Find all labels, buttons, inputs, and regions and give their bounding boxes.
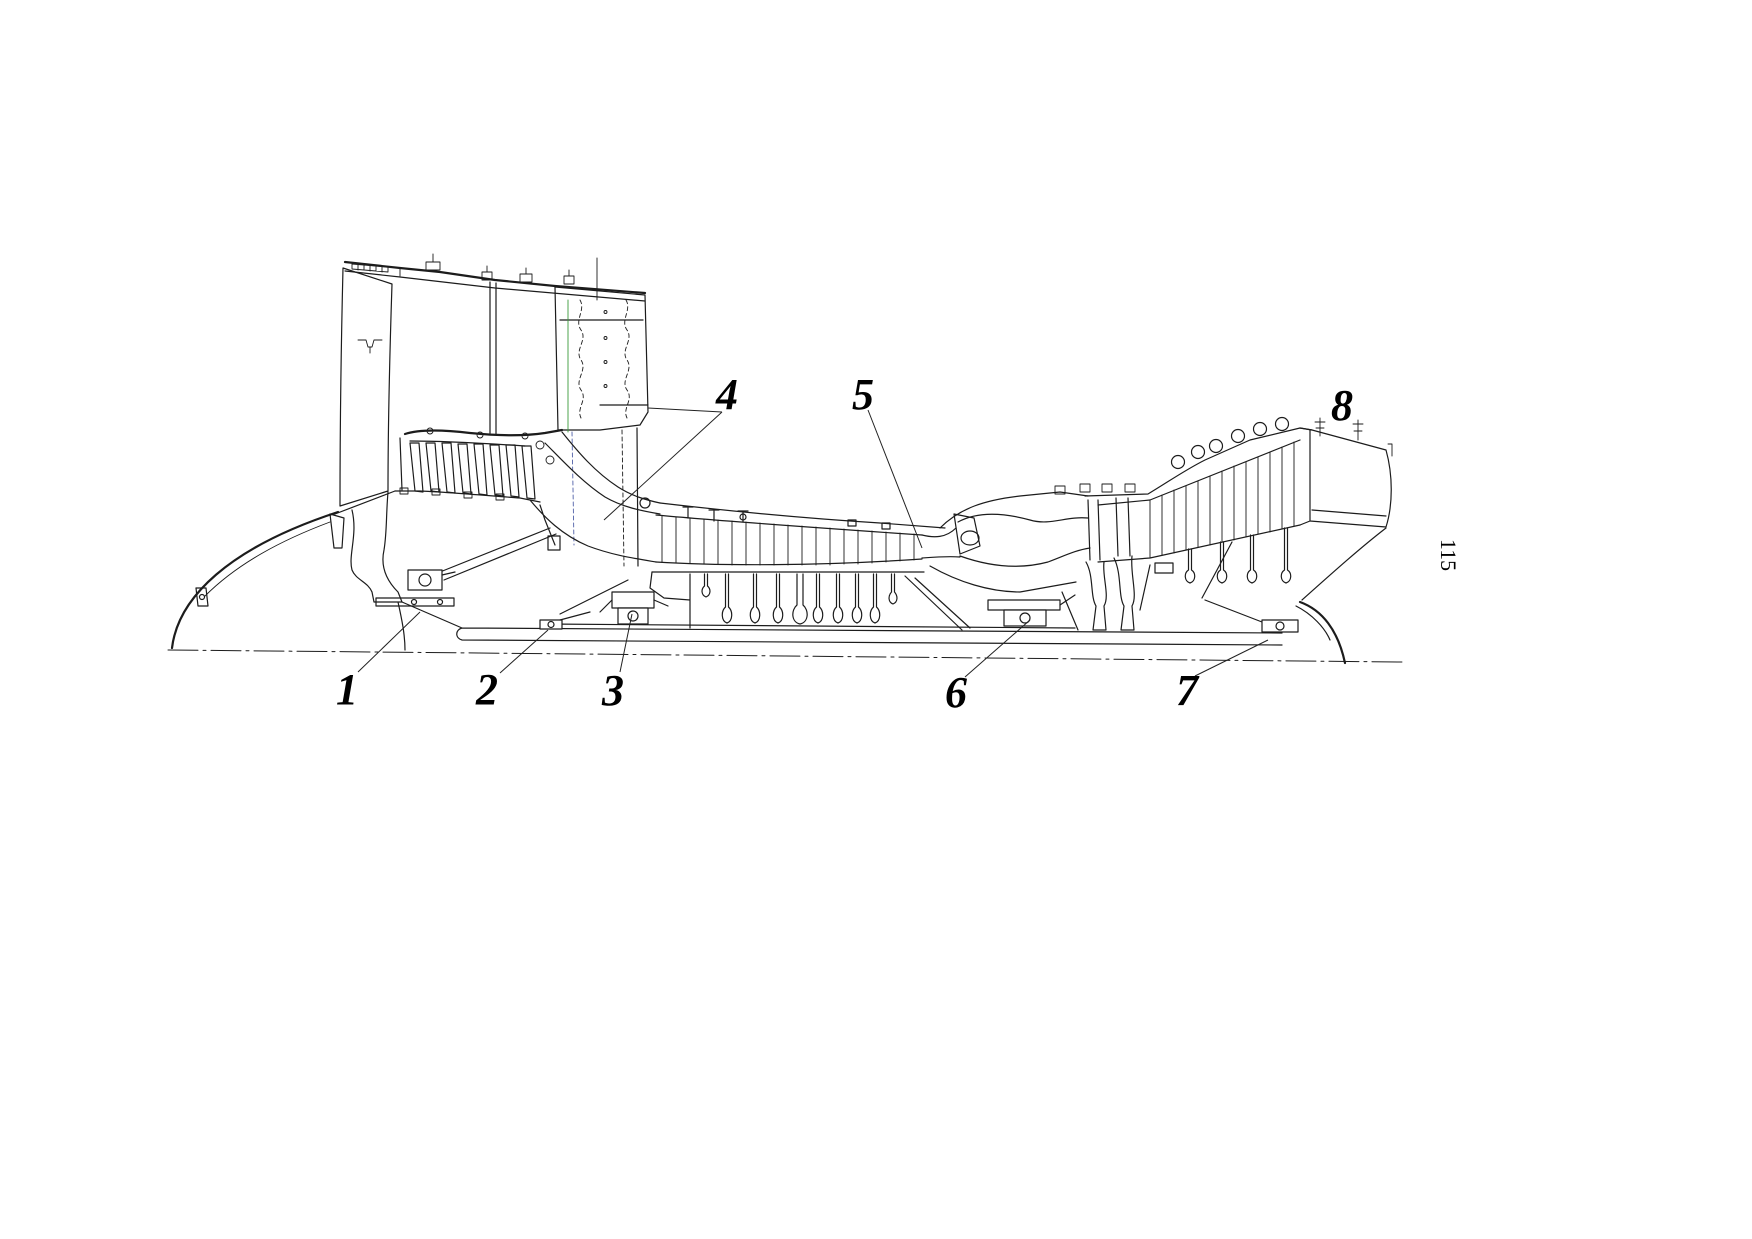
bearing-6-housing	[987, 599, 1061, 611]
bearing-3	[599, 591, 669, 625]
low-pressure-turbine	[1084, 416, 1313, 584]
main-shaft	[401, 601, 1283, 646]
leader-line-4b	[603, 411, 723, 521]
bearing-6-support	[1059, 594, 1076, 606]
fan-case	[343, 253, 647, 302]
bearing-2-support	[559, 611, 591, 621]
pylon-dashed-contours	[578, 299, 630, 567]
callout-6: 6	[945, 668, 967, 717]
leader-line-3	[619, 613, 633, 673]
bearing-6-roller	[1019, 612, 1031, 624]
leader-line-1	[357, 611, 421, 673]
splitter-lip	[403, 428, 564, 437]
pylon-outline	[554, 286, 649, 431]
hpc-casing	[651, 502, 946, 573]
hpc-bleed-fittings	[639, 497, 891, 530]
combustor-dome	[953, 513, 981, 555]
callout-7: 7	[1176, 666, 1200, 715]
high-pressure-turbine	[1085, 497, 1135, 631]
bearing-3-roller	[627, 610, 639, 622]
callout-4: 4	[715, 370, 738, 419]
spinner-bolt	[198, 593, 206, 601]
bearing-3-seat	[617, 607, 649, 625]
bearing-2-roller	[547, 620, 555, 629]
booster-blades	[409, 442, 536, 500]
bearing-3-housing	[611, 591, 655, 609]
bearing-1	[375, 569, 456, 607]
exhaust-mount-fittings	[1314, 417, 1393, 457]
fan-blade-mark	[357, 339, 383, 354]
bearing-1-support	[375, 571, 456, 607]
booster-fasteners	[399, 427, 555, 501]
pylon-rivets	[603, 310, 608, 388]
pylon-fairing	[554, 286, 649, 567]
spinner-inner-line	[204, 521, 331, 597]
lpt-casing	[1084, 427, 1313, 563]
callout-8: 8	[1331, 381, 1353, 430]
leader-line-4a	[647, 407, 723, 413]
callout-2: 2	[475, 665, 498, 714]
combustor	[921, 483, 1136, 593]
pylon-lower-dashed-line	[571, 431, 575, 546]
spinner-fasteners	[195, 490, 396, 607]
bearing-1-roller	[418, 573, 432, 587]
exhaust-nozzle-outline	[1299, 427, 1392, 528]
high-pressure-compressor	[639, 497, 946, 629]
nose-cone	[170, 490, 396, 650]
bearing-7-roller	[1275, 621, 1285, 631]
lpt-cooling-pipes	[1170, 416, 1290, 470]
fan-blade	[339, 267, 393, 507]
combustor-flanges	[1054, 483, 1136, 495]
hpc-blades	[661, 515, 915, 566]
outlet-guide-vane	[489, 281, 559, 435]
lpt-disks	[1154, 527, 1292, 584]
hpc-disks	[649, 571, 898, 629]
fuel-injector	[960, 530, 980, 546]
leader-line-2	[499, 629, 549, 674]
fan-disk	[350, 491, 406, 651]
engine-centerline	[167, 649, 1403, 663]
bearing-6-seat	[1003, 609, 1047, 627]
bearing-3-support	[599, 599, 669, 613]
page-number: 115	[1436, 539, 1461, 571]
callout-5: 5	[852, 370, 874, 419]
transition-duct	[529, 431, 661, 563]
leader-line-7	[1194, 639, 1269, 677]
bearing-6	[987, 594, 1076, 627]
bearing-7	[1261, 619, 1299, 633]
booster-compressor	[394, 427, 564, 503]
fan-case-outer	[343, 260, 647, 295]
rear-cone	[1295, 527, 1387, 641]
fan-case-flanges	[351, 253, 598, 301]
callout-3: 3	[601, 666, 624, 715]
exhaust-nozzle	[1299, 417, 1393, 528]
combustor-casing-and-liners	[921, 491, 1091, 593]
rear-cone-outer	[1298, 600, 1347, 665]
fan-blade-outline	[339, 267, 393, 507]
fan-case-liner	[344, 270, 646, 302]
lpt-blades	[1149, 441, 1295, 559]
support-struts	[439, 527, 1263, 631]
bearing-7-housing	[1261, 619, 1299, 633]
leader-line-5	[867, 409, 923, 549]
leader-line-6	[964, 619, 1031, 678]
bearing-2-housing	[539, 619, 563, 630]
spinner-outline	[170, 510, 340, 650]
callout-1: 1	[336, 665, 358, 714]
bearing-1-housing	[407, 569, 443, 591]
bearing-2	[539, 611, 591, 630]
